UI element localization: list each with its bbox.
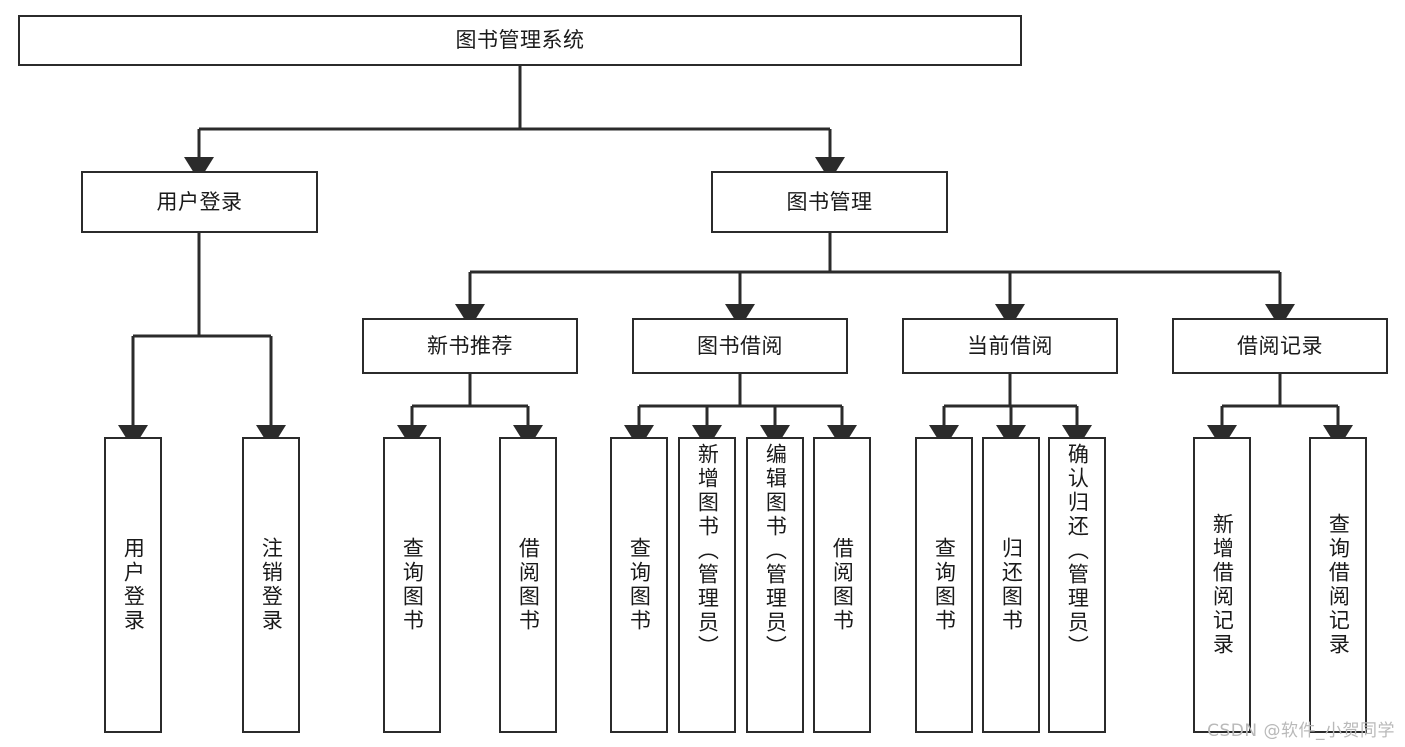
leaf-add-record-label: 新增借阅记录	[1210, 513, 1235, 657]
node-book-borrow[interactable]: 图书借阅	[632, 318, 848, 374]
node-user-login-label: 用户登录	[156, 189, 243, 214]
leaf-query-book-1[interactable]: 查询图书	[383, 437, 441, 733]
leaf-logout-login-label: 注销登录	[259, 537, 284, 633]
leaf-return-book[interactable]: 归还图书	[982, 437, 1040, 733]
leaf-add-book-label: 新增图书（管理员）	[695, 443, 720, 659]
node-current-borrow-label: 当前借阅	[967, 333, 1053, 358]
leaf-confirm-return[interactable]: 确认归还（管理员）	[1048, 437, 1106, 733]
leaf-user-login[interactable]: 用户登录	[104, 437, 162, 733]
node-root[interactable]: 图书管理系统	[18, 15, 1022, 66]
node-borrow-record-label: 借阅记录	[1237, 333, 1323, 358]
node-root-label: 图书管理系统	[455, 28, 585, 53]
leaf-edit-book-label: 编辑图书（管理员）	[763, 443, 788, 659]
leaf-query-book-2-label: 查询图书	[627, 537, 652, 633]
leaf-query-book-3[interactable]: 查询图书	[915, 437, 973, 733]
node-book-borrow-label: 图书借阅	[697, 333, 783, 358]
watermark: CSDN @软件_小贺同学	[1207, 721, 1395, 741]
node-new-book-recommend-label: 新书推荐	[427, 333, 513, 358]
leaf-add-book[interactable]: 新增图书（管理员）	[678, 437, 736, 733]
leaf-user-login-label: 用户登录	[121, 537, 146, 633]
leaf-query-book-1-label: 查询图书	[400, 537, 425, 633]
node-new-book-recommend[interactable]: 新书推荐	[362, 318, 578, 374]
leaf-query-book-2[interactable]: 查询图书	[610, 437, 668, 733]
leaf-add-record[interactable]: 新增借阅记录	[1193, 437, 1251, 733]
node-book-manage-label: 图书管理	[786, 189, 873, 214]
leaf-query-record-label: 查询借阅记录	[1326, 513, 1351, 657]
leaf-confirm-return-label: 确认归还（管理员）	[1065, 443, 1090, 659]
leaf-logout-login[interactable]: 注销登录	[242, 437, 300, 733]
node-current-borrow[interactable]: 当前借阅	[902, 318, 1118, 374]
leaf-borrow-book-1[interactable]: 借阅图书	[499, 437, 557, 733]
leaf-borrow-book-1-label: 借阅图书	[516, 537, 541, 633]
leaf-return-book-label: 归还图书	[999, 537, 1024, 633]
leaf-edit-book[interactable]: 编辑图书（管理员）	[746, 437, 804, 733]
node-user-login[interactable]: 用户登录	[81, 171, 318, 233]
leaf-query-book-3-label: 查询图书	[932, 537, 957, 633]
leaf-borrow-book-2[interactable]: 借阅图书	[813, 437, 871, 733]
node-borrow-record[interactable]: 借阅记录	[1172, 318, 1388, 374]
leaf-query-record[interactable]: 查询借阅记录	[1309, 437, 1367, 733]
leaf-borrow-book-2-label: 借阅图书	[830, 537, 855, 633]
node-book-manage[interactable]: 图书管理	[711, 171, 948, 233]
